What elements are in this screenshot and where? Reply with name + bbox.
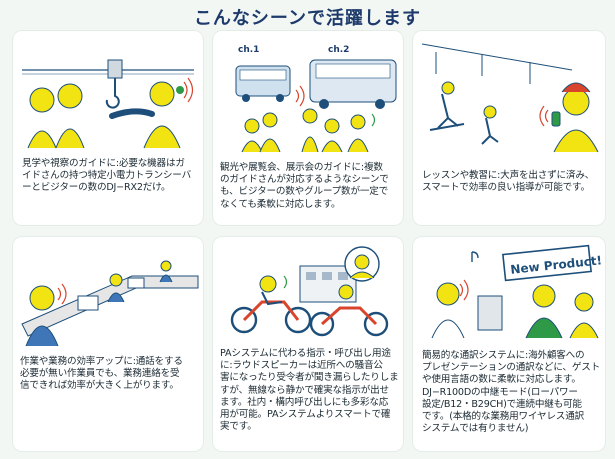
ski-lesson-illustration xyxy=(418,36,600,153)
factory-tour-illustration xyxy=(18,36,198,149)
product-presentation-illustration: New Product! xyxy=(418,242,603,339)
channel-2-label: ch.2 xyxy=(328,45,349,55)
scene-card-assembly-line: 作業や業務の効率アップに:通話をする 必要が無い作業員でも、業務連絡を受 信でき… xyxy=(12,236,204,452)
scene-card-factory-tour: 見学や視察のガイドに:必要な機器はガ イドさんの持つ特定小電力トランシーバ ーと… xyxy=(12,30,204,226)
scene-caption: レッスンや教習に:大声を出さずに済み、 スマートで効率の良い指導が可能です。 xyxy=(422,170,595,194)
scene-card-motorcycle-team: PAシステムに代わる指示・呼び出し用途 に:ラウドスピーカーは近所への騒音公 害… xyxy=(212,236,404,452)
scene-caption: 見学や視察のガイドに:必要な機器はガ イドさんの持つ特定小電力トランシーバ ーと… xyxy=(22,158,191,194)
scene-caption: 観光や展覧会、展示会のガイドに:複数 のガイドさんが対応するようなシーンで も、… xyxy=(220,162,389,210)
scene-card-product-presentation: New Product! 簡易的な通訳システムに:海外顧客への プレゼンテーショ… xyxy=(412,236,606,452)
page-title: こんなシーンで活躍します xyxy=(193,8,422,29)
scene-card-ski-lesson: レッスンや教習に:大声を出さずに済み、 スマートで効率の良い指導が可能です。 xyxy=(412,30,606,226)
assembly-line-illustration xyxy=(18,242,199,347)
scene-caption: PAシステムに代わる指示・呼び出し用途 に:ラウドスピーカーは近所への騒音公 害… xyxy=(220,348,399,433)
scene-card-tour-buses: ch.1 ch.2 観光や展覧会、展示会のガイドに:複数 のガイドさんが対応する… xyxy=(212,30,404,226)
scene-caption: 簡易的な通訳システムに:海外顧客への プレゼンテーションの通訳などに、ゲスト や… xyxy=(422,350,601,435)
scene-caption: 作業や業務の効率アップに:通話をする 必要が無い作業員でも、業務連絡を受 信でき… xyxy=(20,356,183,392)
channel-1-label: ch.1 xyxy=(238,45,259,55)
tour-buses-illustration: ch.1 ch.2 xyxy=(218,36,398,153)
motorcycle-team-illustration xyxy=(218,242,398,338)
